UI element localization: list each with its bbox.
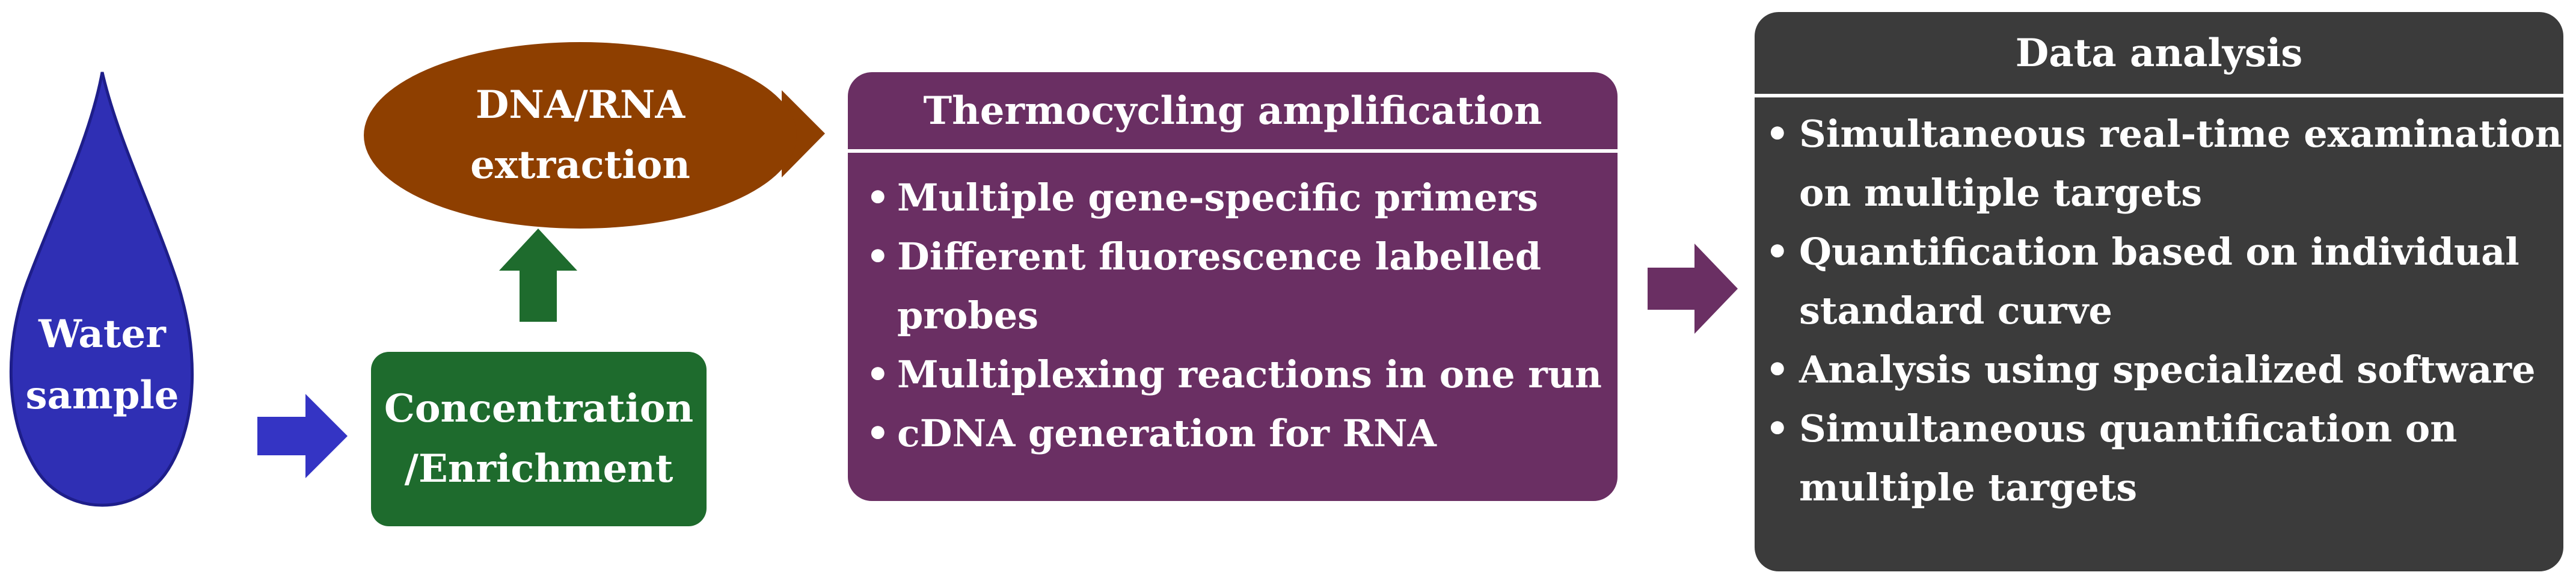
thermocycling-item-text: Multiplexing reactions in one run xyxy=(897,352,1602,396)
bullet: • xyxy=(866,235,890,278)
extraction-line-2: extraction xyxy=(470,143,690,188)
analysis-item: •Simultaneous real-time examination on m… xyxy=(1765,105,2563,223)
bullet: • xyxy=(866,411,890,455)
arrow-thermocycling-to-analysis xyxy=(1648,244,1738,334)
analysis-item-text: Simultaneous real-time examination on mu… xyxy=(1799,112,2562,215)
water-sample-label: Water sample xyxy=(18,304,186,426)
analysis-panel: Data analysis •Simultaneous real-time ex… xyxy=(1755,12,2563,571)
analysis-list: •Simultaneous real-time examination on m… xyxy=(1755,97,2563,517)
arrow-water-to-concentration xyxy=(257,394,348,478)
thermocycling-item: •cDNA generation for RNA xyxy=(866,404,1618,463)
bullet: • xyxy=(1765,230,1789,274)
concentration-node: Concentration /Enrichment xyxy=(371,352,707,526)
water-sample-line-1: Water xyxy=(38,312,166,357)
analysis-item-text: Simultaneous quantification on multiple … xyxy=(1799,407,2458,509)
analysis-item: •Quantification based on individual stan… xyxy=(1765,223,2563,340)
thermocycling-list: •Multiple gene-specific primers •Differe… xyxy=(848,153,1618,463)
concentration-line-1: Concentration xyxy=(384,386,694,431)
bullet: • xyxy=(1765,407,1789,450)
thermocycling-item-text: Multiple gene-specific primers xyxy=(897,176,1539,220)
water-sample-line-2: sample xyxy=(25,373,179,418)
thermocycling-item: •Multiplexing reactions in one run xyxy=(866,345,1618,404)
bullet: • xyxy=(866,352,890,396)
analysis-item-text: Analysis using specialized software xyxy=(1799,348,2536,392)
analysis-item: •Analysis using specialized software xyxy=(1765,340,2563,399)
extraction-node: DNA/RNA extraction xyxy=(364,42,797,229)
arrow-concentration-to-extraction xyxy=(499,229,577,322)
thermocycling-panel: Thermocycling amplification •Multiple ge… xyxy=(848,72,1618,501)
bullet: • xyxy=(1765,112,1789,156)
water-drop-shape xyxy=(9,72,194,507)
bullet: • xyxy=(866,176,890,220)
concentration-line-2: /Enrichment xyxy=(404,446,673,491)
extraction-line-1: DNA/RNA xyxy=(475,82,685,128)
bullet: • xyxy=(1765,348,1789,392)
thermocycling-item: •Multiple gene-specific primers xyxy=(866,168,1618,227)
thermocycling-item-text: Different fluorescence labelled probes xyxy=(897,235,1542,337)
thermocycling-item-text: cDNA generation for RNA xyxy=(897,411,1437,455)
thermocycling-item: •Different fluorescence labelled probes xyxy=(866,227,1618,345)
analysis-item: •Simultaneous quantification on multiple… xyxy=(1765,399,2563,517)
thermocycling-title: Thermocycling amplification xyxy=(848,72,1618,153)
analysis-title: Data analysis xyxy=(1755,12,2563,97)
analysis-item-text: Quantification based on individual stand… xyxy=(1799,230,2519,333)
